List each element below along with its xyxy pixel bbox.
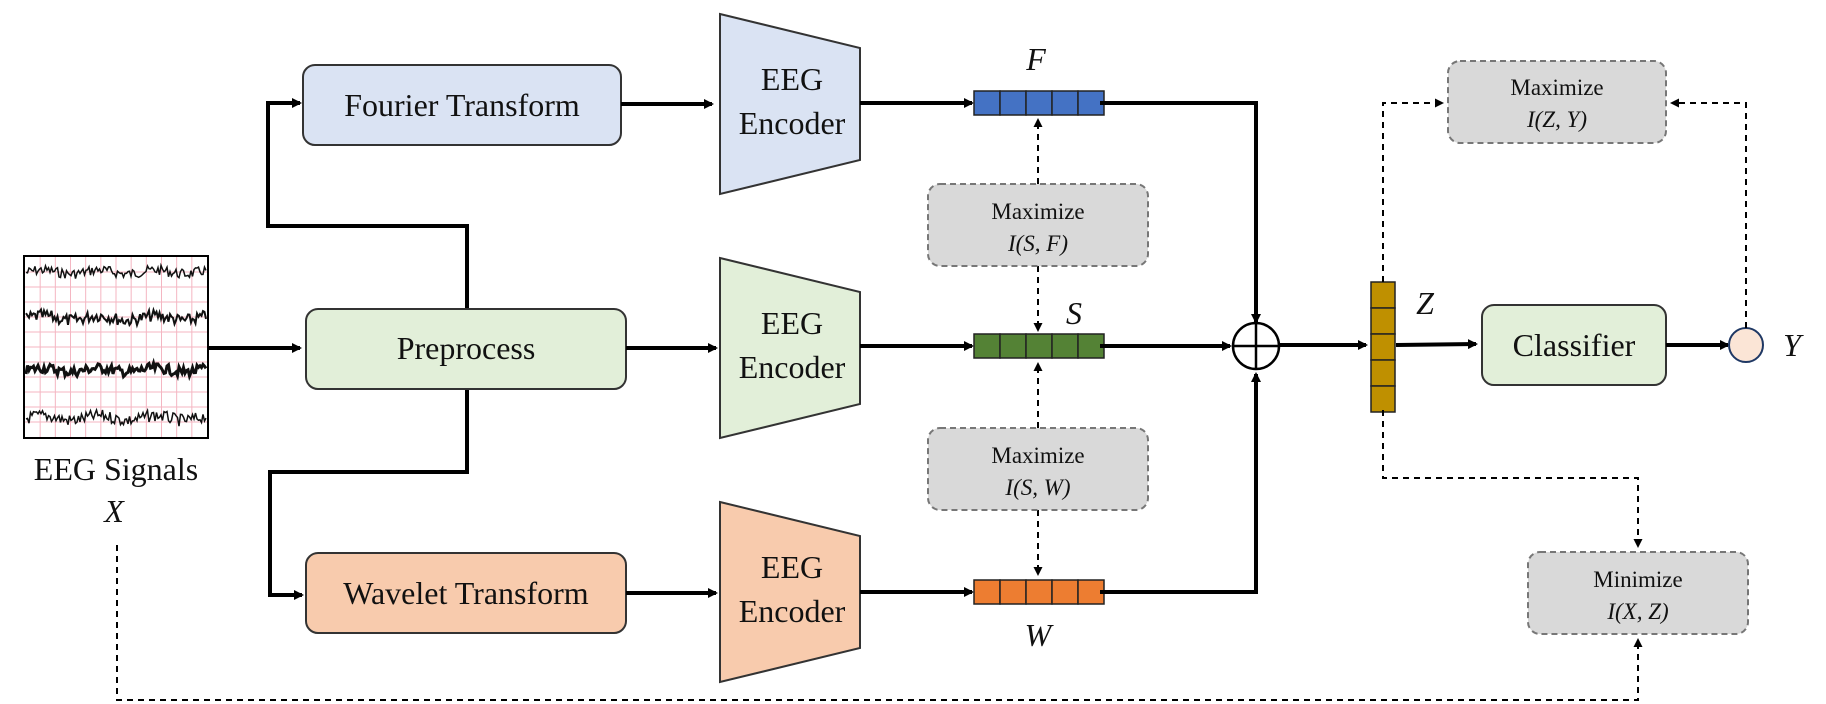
preprocess-label: Preprocess — [397, 330, 536, 366]
dashed-arrow-Z-to-mi-xz — [1382, 410, 1643, 548]
vector-cell — [999, 90, 1027, 116]
mi-box-x-z-line2: I(X, Z) — [1606, 599, 1668, 624]
vector-cell — [1025, 333, 1053, 359]
mi-box-s-f: Maximize I(S, F) — [927, 183, 1149, 267]
fusion-operator — [1231, 321, 1281, 371]
feature-symbol-W: W — [1025, 617, 1055, 653]
arrow-preprocess-to-fourier — [266, 98, 469, 310]
encoder-wavelet-line2: Encoder — [739, 593, 846, 629]
feature-vector-S — [973, 333, 1105, 359]
vector-cell — [1370, 359, 1396, 387]
feature-vector-Z — [1370, 281, 1396, 413]
mi-box-z-y-line1: Maximize — [1510, 75, 1603, 100]
encoder-fourier-line2: Encoder — [739, 105, 846, 141]
classifier-label: Classifier — [1513, 327, 1636, 363]
classifier-box: Classifier — [1481, 304, 1667, 386]
mi-box-s-f-line2: I(S, F) — [1007, 231, 1068, 256]
vector-cell — [1025, 579, 1053, 605]
output-node — [1728, 327, 1764, 363]
mi-box-z-y: Maximize I(Z, Y) — [1447, 60, 1667, 144]
eeg-encoder-preprocess: EEG Encoder — [719, 256, 861, 440]
vector-cell — [1025, 90, 1053, 116]
fourier-transform-label: Fourier Transform — [344, 87, 580, 123]
dashed-arrow-Z-to-mi-zy — [1382, 98, 1444, 282]
mi-box-x-z: Minimize I(X, Z) — [1527, 551, 1749, 635]
preprocess-box: Preprocess — [305, 308, 627, 390]
eeg-traces — [24, 262, 208, 427]
vector-cell — [1370, 385, 1396, 413]
vector-cell — [1051, 90, 1079, 116]
feature-vector-F — [973, 90, 1105, 116]
feature-symbol-F: F — [1025, 41, 1046, 77]
mi-box-s-w-line2: I(S, W) — [1004, 475, 1070, 500]
vector-cell — [1051, 333, 1079, 359]
feature-symbol-Z: Z — [1416, 285, 1435, 321]
arrow-preprocess-to-wavelet — [268, 388, 469, 600]
vector-cell — [1370, 307, 1396, 335]
input-symbol: X — [102, 493, 125, 529]
eeg-signal-plot — [23, 255, 209, 439]
vector-cell — [1051, 579, 1079, 605]
vector-cell — [1370, 333, 1396, 361]
eeg-encoder-fourier: EEG Encoder — [719, 12, 861, 196]
encoder-preprocess-line2: Encoder — [739, 349, 846, 385]
eeg-grid — [25, 257, 207, 437]
vector-cell — [973, 333, 1001, 359]
vector-cell — [999, 579, 1027, 605]
mi-box-s-w-line1: Maximize — [991, 443, 1084, 468]
mi-box-z-y-line2: I(Z, Y) — [1526, 107, 1587, 132]
wavelet-transform-label: Wavelet Transform — [343, 575, 589, 611]
wavelet-transform-box: Wavelet Transform — [305, 552, 627, 634]
mi-box-s-f-line1: Maximize — [991, 199, 1084, 224]
vector-cell — [1370, 281, 1396, 309]
feature-vector-W — [973, 579, 1105, 605]
mi-box-s-w: Maximize I(S, W) — [927, 427, 1149, 511]
dashed-arrow-X-to-mi-xz — [116, 545, 1643, 701]
vector-cell — [973, 579, 1001, 605]
arrow-W-to-fusion — [1100, 372, 1261, 594]
vector-cell — [999, 333, 1027, 359]
fourier-transform-box: Fourier Transform — [302, 64, 622, 146]
arrow-F-to-fusion — [1100, 101, 1261, 324]
arrow-Z-to-classifier — [1395, 339, 1478, 350]
eeg-encoder-wavelet: EEG Encoder — [719, 500, 861, 684]
feature-symbol-S: S — [1066, 295, 1082, 331]
output-symbol: Y — [1783, 327, 1804, 363]
encoder-fourier-line1: EEG — [761, 61, 823, 97]
mi-box-x-z-line1: Minimize — [1593, 567, 1682, 592]
vector-cell — [973, 90, 1001, 116]
encoder-preprocess-line1: EEG — [761, 305, 823, 341]
encoder-wavelet-line1: EEG — [761, 549, 823, 585]
input-label: EEG Signals — [34, 451, 198, 487]
dashed-arrow-Y-to-mi-zy — [1670, 98, 1747, 328]
